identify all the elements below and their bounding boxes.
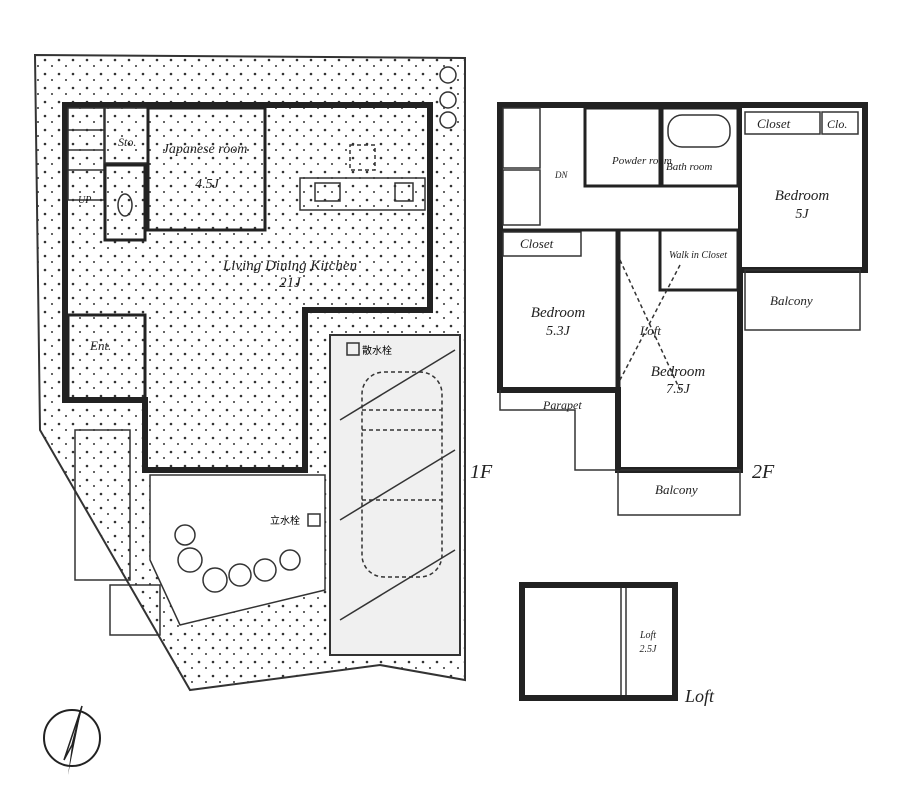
bedroom-75-size: 7.5J — [666, 382, 691, 397]
walk-in-closet — [658, 228, 740, 292]
loft-room-size: 2.5J — [640, 644, 658, 655]
closet-top-label: Closet — [757, 116, 791, 131]
japanese-room — [146, 106, 267, 232]
first-floor-plan: Sto. UP Japanese room 4.5J Living Dining… — [33, 53, 493, 692]
garden — [149, 474, 326, 626]
balcony-right-label: Balcony — [770, 293, 813, 308]
loft-floor-label: Loft — [684, 686, 715, 706]
bath-room-label: Bath room — [666, 161, 712, 173]
loft-label-2f: Loft — [639, 323, 661, 338]
entrance — [66, 313, 147, 402]
loft-room-label: Loft — [639, 630, 656, 641]
ldk-size: 21J — [279, 275, 302, 291]
balcony-right — [744, 269, 861, 331]
bedroom-53-size: 5.3J — [546, 324, 571, 339]
japanese-room-label: Japanese room — [163, 142, 248, 157]
powder-room-label: Powder room — [611, 155, 672, 167]
standing-faucet-label: 立水栓 — [270, 514, 300, 527]
parapet — [499, 390, 618, 471]
balcony-bottom-label: Balcony — [655, 482, 698, 497]
second-floor-label: 2F — [752, 461, 775, 483]
powder-room — [583, 106, 662, 188]
walk-in-closet-label: Walk in Closet — [669, 250, 727, 261]
north-arrow-icon — [43, 705, 101, 775]
bedroom-5-label: Bedroom — [775, 188, 830, 204]
stairs — [67, 107, 105, 201]
balcony-bottom — [617, 469, 741, 516]
closet-left-label: Closet — [520, 236, 554, 251]
clo-label: Clo. — [827, 117, 847, 131]
ldk-label: Living Dining Kitchen — [222, 258, 357, 274]
entrance-label: Ent. — [89, 338, 111, 353]
parapet-label: Parapet — [542, 398, 582, 412]
storage-label: Sto. — [118, 135, 136, 149]
second-floor-plan: Powder room Bath room DN Closet Clo. Bed… — [497, 102, 868, 516]
car-icon — [361, 371, 443, 578]
stairs-2f — [502, 107, 541, 169]
sprinkler-tap-label: 散水栓 — [362, 344, 392, 357]
bedroom-5-size: 5J — [795, 207, 809, 222]
loft-floor-plan: Loft 2.5J Loft — [519, 582, 715, 706]
japanese-room-size: 4.5J — [195, 177, 220, 192]
toilet — [103, 163, 147, 242]
kitchen-counter — [299, 177, 426, 211]
bedroom-75-label: Bedroom — [651, 364, 706, 380]
bedroom-53-label: Bedroom — [531, 305, 586, 321]
trees — [174, 66, 457, 593]
garage — [329, 334, 461, 656]
first-floor-label: 1F — [470, 461, 493, 483]
up-label: UP — [78, 195, 91, 206]
down-label: DN — [554, 170, 568, 180]
